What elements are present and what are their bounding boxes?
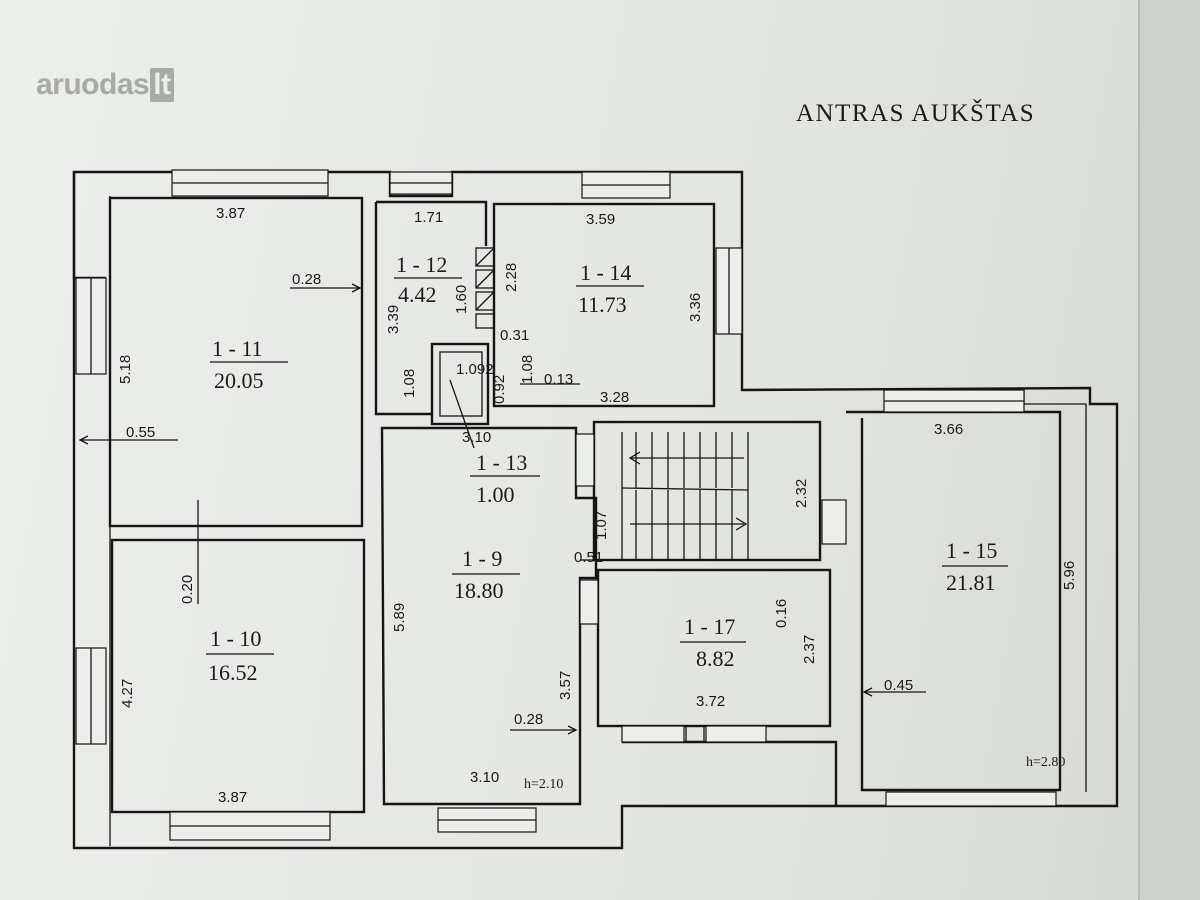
dim-label: 5.89 bbox=[391, 603, 408, 632]
room-1-17-id: 1 - 17 bbox=[684, 614, 735, 639]
room-1-15-height: h=2.80 bbox=[1026, 755, 1065, 770]
dim-label: 0.28 bbox=[514, 711, 543, 728]
vent-shafts bbox=[475, 247, 495, 329]
room-1-11-wall bbox=[108, 196, 364, 528]
window bbox=[575, 433, 595, 487]
watermark-tld: lt bbox=[150, 68, 174, 102]
lower-hall-wall bbox=[622, 740, 838, 806]
window bbox=[579, 579, 599, 625]
vent-shaft bbox=[475, 313, 495, 329]
window bbox=[621, 725, 685, 743]
dim-label: 3.59 bbox=[586, 211, 615, 228]
dim-label: 0.13 bbox=[544, 371, 573, 388]
dim-label: 1.07 bbox=[593, 511, 610, 540]
room-1-13-area: 1.00 bbox=[476, 482, 515, 507]
outer-wall-outline bbox=[72, 170, 1119, 850]
dim-label: 5.96 bbox=[1061, 561, 1078, 590]
dim-label: 1.092 bbox=[456, 361, 494, 378]
dim-label: 3.36 bbox=[687, 293, 704, 322]
room-1-11-area: 20.05 bbox=[214, 368, 264, 393]
room-1-14-id: 1 - 14 bbox=[580, 260, 631, 285]
windows bbox=[75, 169, 1057, 841]
vent-shaft bbox=[475, 247, 495, 267]
room-1-13-wall bbox=[430, 342, 490, 426]
dim-label: 0.20 bbox=[179, 575, 196, 604]
room-1-13-inner bbox=[439, 351, 483, 417]
room-1-10-area: 16.52 bbox=[208, 660, 258, 685]
page-title: ANTRAS AUKŠTAS bbox=[796, 100, 1036, 127]
dim-label: 2.32 bbox=[793, 479, 810, 508]
dim-label: 3.87 bbox=[216, 205, 245, 222]
room-1-12-area: 4.42 bbox=[398, 282, 437, 307]
dim-label: 2.37 bbox=[801, 635, 818, 664]
window bbox=[705, 725, 767, 743]
wall-notch-top-left bbox=[72, 172, 106, 280]
room-1-10-id: 1 - 10 bbox=[210, 626, 261, 651]
room-1-12-id: 1 - 12 bbox=[396, 252, 447, 277]
paper-edge bbox=[1138, 0, 1200, 900]
staircase-wall bbox=[592, 420, 822, 562]
dim-label: 3.87 bbox=[218, 789, 247, 806]
room-1-9-id: 1 - 9 bbox=[462, 546, 502, 571]
room-1-9-height: h=2.10 bbox=[524, 777, 563, 792]
dim-label: 1.08 bbox=[401, 369, 418, 398]
dim-label: 1.71 bbox=[414, 209, 443, 226]
room-1-15-wall bbox=[846, 410, 1062, 792]
room-labels: 1 - 11 20.05 1 - 12 4.42 1 - 14 11.73 1 … bbox=[206, 252, 1008, 685]
dim-label: 3.28 bbox=[600, 389, 629, 406]
dim-label: 0.45 bbox=[884, 677, 913, 694]
dim-label: 3.57 bbox=[557, 671, 574, 700]
dimension-labels: 3.87 0.28 5.18 0.55 1.71 3.39 1.60 2.28 … bbox=[117, 205, 1078, 806]
dim-label: 0.55 bbox=[126, 424, 155, 441]
room-1-11-id: 1 - 11 bbox=[212, 336, 263, 361]
dim-label: 0.92 bbox=[491, 375, 508, 404]
room-1-9-area: 18.80 bbox=[454, 578, 504, 603]
dim-label: 1.60 bbox=[453, 285, 470, 314]
window bbox=[885, 791, 1057, 807]
room-1-17-area: 8.82 bbox=[696, 646, 735, 671]
room-1-15-id: 1 - 15 bbox=[946, 538, 997, 563]
dim-label: 3.10 bbox=[462, 429, 491, 446]
dim-label: 5.18 bbox=[117, 355, 134, 384]
dim-label: 4.27 bbox=[119, 679, 136, 708]
vent-shaft bbox=[475, 269, 495, 289]
dim-label: 3.66 bbox=[934, 421, 963, 438]
dim-label: 0.28 bbox=[292, 271, 321, 288]
window bbox=[821, 499, 847, 545]
room-1-14-area: 11.73 bbox=[578, 292, 627, 317]
staircase bbox=[592, 420, 822, 562]
dim-label: 0.51 bbox=[574, 549, 603, 566]
watermark-brand: aruodas bbox=[36, 68, 150, 101]
dimension-lines bbox=[78, 283, 926, 735]
dim-label: 2.28 bbox=[503, 263, 520, 292]
dim-label: 1.08 bbox=[519, 355, 536, 384]
dim-label: 3.10 bbox=[470, 769, 499, 786]
dim-label: 0.31 bbox=[500, 327, 529, 344]
room-1-12-wall bbox=[374, 200, 488, 416]
room-1-15-area: 21.81 bbox=[946, 570, 996, 595]
dim-label: 3.39 bbox=[385, 305, 402, 334]
room-1-13-id: 1 - 13 bbox=[476, 450, 527, 475]
dim-label: 3.72 bbox=[696, 693, 725, 710]
dim-label: 0.16 bbox=[773, 599, 790, 628]
vent-shaft bbox=[475, 291, 495, 311]
